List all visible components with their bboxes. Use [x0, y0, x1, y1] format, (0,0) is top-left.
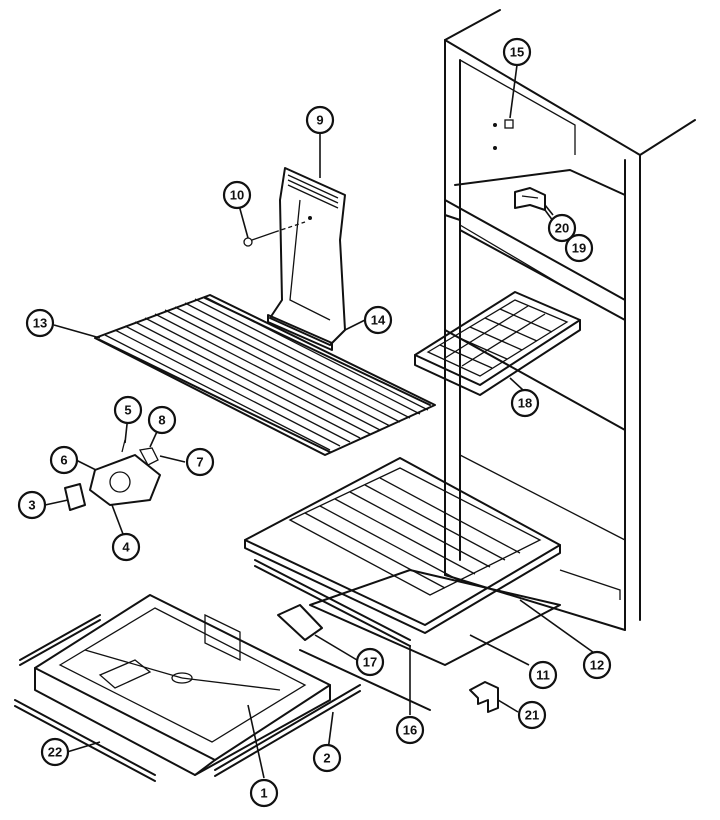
svg-text:13: 13	[33, 316, 47, 331]
callout-9: 9	[305, 105, 335, 135]
svg-text:4: 4	[122, 540, 130, 555]
svg-text:17: 17	[363, 655, 377, 670]
callout-7: 7	[185, 447, 215, 477]
callout-16: 16	[395, 715, 425, 745]
svg-text:10: 10	[230, 188, 244, 203]
callout-8: 8	[147, 405, 177, 435]
svg-text:20: 20	[555, 221, 569, 236]
callout-20: 20	[547, 213, 577, 243]
svg-text:22: 22	[48, 745, 62, 760]
refrigerator-cabinet	[444, 9, 696, 631]
callout-6: 6	[49, 445, 79, 475]
svg-text:15: 15	[510, 45, 524, 60]
svg-text:6: 6	[60, 453, 67, 468]
rail-part-16	[254, 559, 431, 711]
svg-text:9: 9	[316, 113, 323, 128]
rail-part-22	[14, 614, 156, 782]
callout-3: 3	[17, 490, 47, 520]
callout-12: 12	[582, 650, 612, 680]
wire-shelf-part-13	[94, 294, 436, 456]
svg-text:21: 21	[525, 708, 539, 723]
svg-text:5: 5	[124, 403, 131, 418]
callout-22: 22	[40, 737, 70, 767]
callout-21: 21	[517, 700, 547, 730]
callout-13: 13	[25, 308, 55, 338]
callout-19: 19	[564, 233, 594, 263]
svg-text:14: 14	[371, 313, 386, 328]
svg-text:1: 1	[260, 786, 267, 801]
svg-text:12: 12	[590, 658, 604, 673]
svg-text:16: 16	[403, 723, 417, 738]
leader-lines	[44, 64, 598, 779]
svg-text:3: 3	[28, 498, 35, 513]
callout-18: 18	[510, 388, 540, 418]
callout-15: 15	[502, 37, 532, 67]
callout-4: 4	[111, 532, 141, 562]
ice-tray-part-18	[414, 291, 581, 396]
glass-panel-part-11	[309, 569, 561, 666]
clip-part-17	[277, 604, 323, 641]
crisper-drawer-part-1	[34, 594, 331, 776]
callout-2: 2	[312, 743, 342, 773]
callout-17: 17	[355, 647, 385, 677]
damper-control-assembly	[64, 439, 161, 511]
air-duct-part-9	[267, 167, 346, 351]
svg-text:19: 19	[572, 241, 586, 256]
bracket-part-20	[514, 187, 546, 211]
crisper-cover-frame-part-12	[244, 457, 561, 634]
rail-part-2	[214, 684, 361, 777]
callout-14: 14	[363, 305, 393, 335]
callout-11: 11	[528, 660, 558, 690]
callout-1: 1	[249, 778, 279, 808]
svg-text:8: 8	[158, 413, 165, 428]
svg-text:2: 2	[323, 751, 330, 766]
svg-text:7: 7	[196, 455, 203, 470]
callout-10: 10	[222, 180, 252, 210]
callout-5: 5	[113, 395, 143, 425]
svg-text:18: 18	[518, 396, 532, 411]
bracket-part-21	[469, 681, 499, 713]
svg-text:11: 11	[536, 668, 550, 683]
